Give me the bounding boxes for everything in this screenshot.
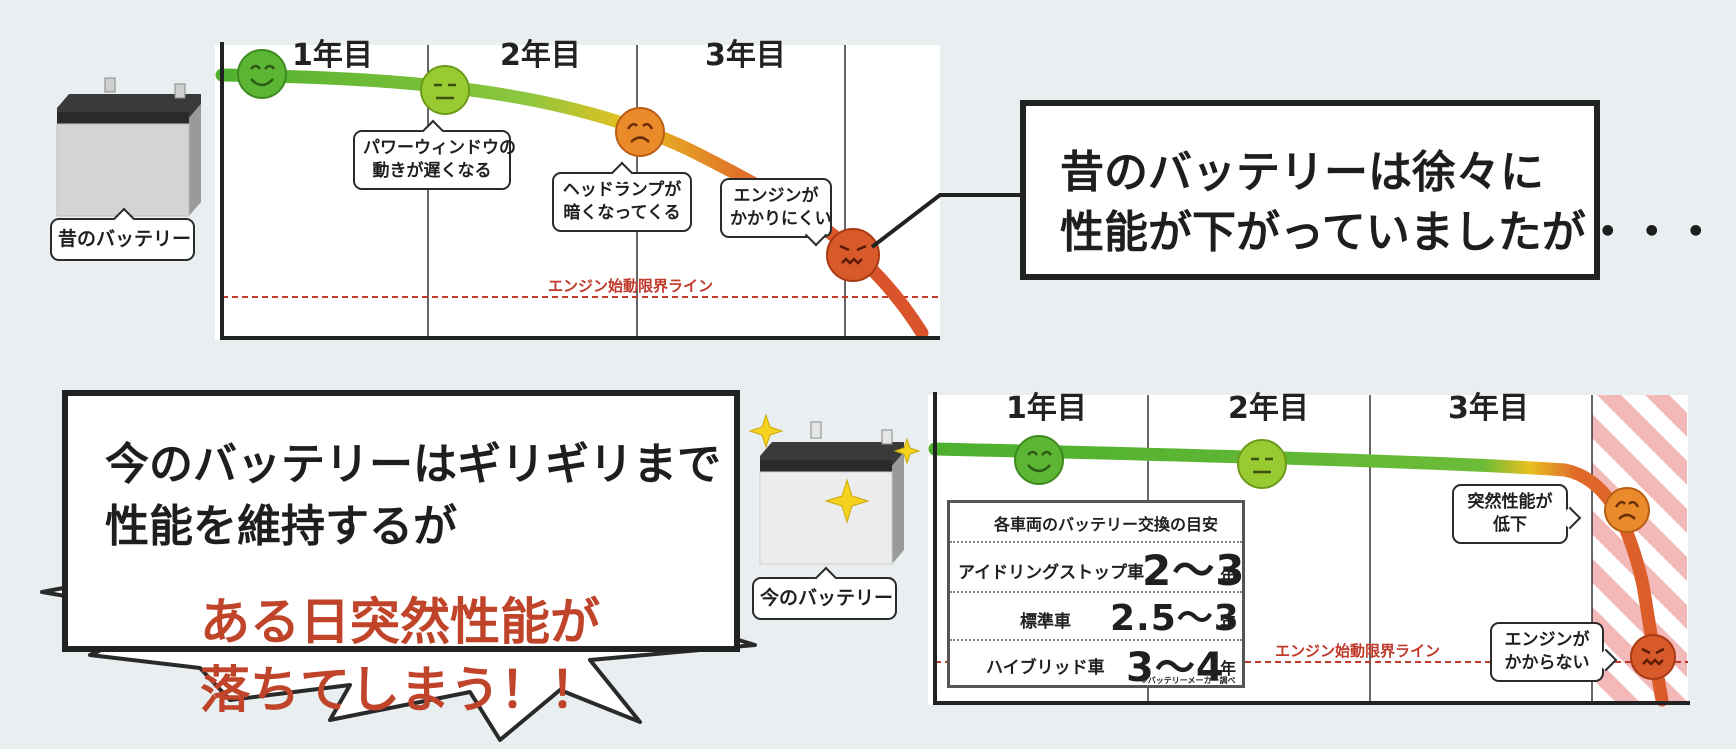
new-callout-sudden-drop: 突然性能が 低下 bbox=[1452, 484, 1582, 544]
table-row-unit: 年 bbox=[1220, 567, 1237, 586]
old-battery-message-box bbox=[1020, 100, 1600, 280]
callout-line: パワーウィンドウの bbox=[363, 138, 516, 158]
old-callout-headlamp: ヘッドランプが 暗くなってくる bbox=[552, 161, 692, 232]
worried-face-icon bbox=[615, 107, 665, 157]
happy-face-icon bbox=[1014, 435, 1064, 485]
old-callout-engine: エンジンが かかりにくい bbox=[720, 178, 832, 247]
new-battery-label: 今のバッテリー bbox=[752, 566, 897, 620]
callout-line: ヘッドランプが bbox=[562, 180, 682, 200]
new-year-label-2: 2年目 bbox=[1228, 391, 1309, 426]
new-year-label-1: 1年目 bbox=[1006, 391, 1087, 426]
table-row-unit: 年 bbox=[1220, 613, 1237, 632]
old-callout-power-window: パワーウィンドウの 動きが遅くなる bbox=[353, 119, 516, 190]
sparkle-icon bbox=[748, 413, 921, 524]
old-year-label-1: 1年目 bbox=[292, 38, 373, 73]
new-limit-label: エンジン始動限界ライン bbox=[1275, 642, 1441, 660]
worried-face-icon bbox=[1604, 487, 1650, 533]
table-row-unit: 年 bbox=[1220, 659, 1237, 678]
callout-line: エンジンが bbox=[1504, 630, 1590, 650]
new-battery-label-text: 今のバッテリー bbox=[760, 587, 894, 609]
old-limit-label: エンジン始動限界ライン bbox=[548, 277, 714, 295]
old-year-label-2: 2年目 bbox=[500, 38, 581, 73]
table-title: 各車両のバッテリー交換の目安 bbox=[994, 515, 1219, 534]
new-callout-no-start: エンジンが かからない bbox=[1490, 622, 1618, 682]
new-performance-curve bbox=[928, 442, 1669, 707]
callout-line: 暗くなってくる bbox=[563, 203, 681, 223]
neutral-face-icon bbox=[1237, 439, 1287, 489]
new-battery-icon bbox=[759, 421, 904, 565]
old-battery-icon bbox=[56, 77, 201, 217]
callout-line: エンジンが bbox=[733, 186, 819, 206]
alert-line-2: 落ちてしまう！！ bbox=[200, 661, 600, 719]
table-row-name: アイドリングストップ車 bbox=[958, 563, 1145, 583]
table-note: ※バッテリーメーカー調べ bbox=[1140, 676, 1236, 685]
old-battery-label-text: 昔のバッテリー bbox=[58, 228, 192, 250]
old-battery-label: 昔のバッテリー bbox=[50, 207, 195, 261]
old-message-line-1: 昔のバッテリーは徐々に bbox=[1060, 147, 1544, 198]
happy-face-icon bbox=[237, 49, 287, 99]
table-row-value: 2.5〜3 bbox=[1110, 598, 1240, 639]
replacement-guide-table: 各車両のバッテリー交換の目安 アイドリングストップ車 2〜3 年 標準車 2.5… bbox=[947, 500, 1246, 691]
new-message-line-2: 性能を維持するが bbox=[105, 501, 457, 552]
table-row-name: 標準車 bbox=[1020, 612, 1071, 632]
new-message-line-1: 今のバッテリーはギリギリまで bbox=[105, 439, 721, 490]
old-message-connector bbox=[870, 193, 1024, 249]
callout-line: 動きが遅くなる bbox=[372, 161, 492, 181]
table-row-divider bbox=[950, 591, 1242, 593]
table-row-divider bbox=[950, 541, 1242, 543]
new-battery-message-box bbox=[62, 390, 740, 652]
neutral-face-icon bbox=[420, 65, 470, 115]
table-row-value: 3〜4 bbox=[1126, 645, 1225, 691]
callout-line: かかりにくい bbox=[730, 209, 832, 229]
callout-line: 低下 bbox=[1493, 515, 1527, 535]
table-row-value: 2〜3 bbox=[1142, 546, 1246, 595]
table-row-divider bbox=[950, 639, 1242, 641]
distressed-face-icon bbox=[1630, 634, 1676, 680]
distressed-face-icon bbox=[826, 228, 880, 282]
alert-line-1: ある日突然性能が bbox=[200, 593, 600, 651]
new-year-label-3: 3年目 bbox=[1448, 391, 1529, 426]
old-year-label-3: 3年目 bbox=[705, 38, 786, 73]
old-message-line-2: 性能が下がっていましたが・・・ bbox=[1060, 207, 1718, 258]
table-row-name: ハイブリッド車 bbox=[986, 658, 1105, 678]
callout-line: かからない bbox=[1504, 653, 1590, 673]
callout-line: 突然性能が bbox=[1467, 492, 1553, 512]
